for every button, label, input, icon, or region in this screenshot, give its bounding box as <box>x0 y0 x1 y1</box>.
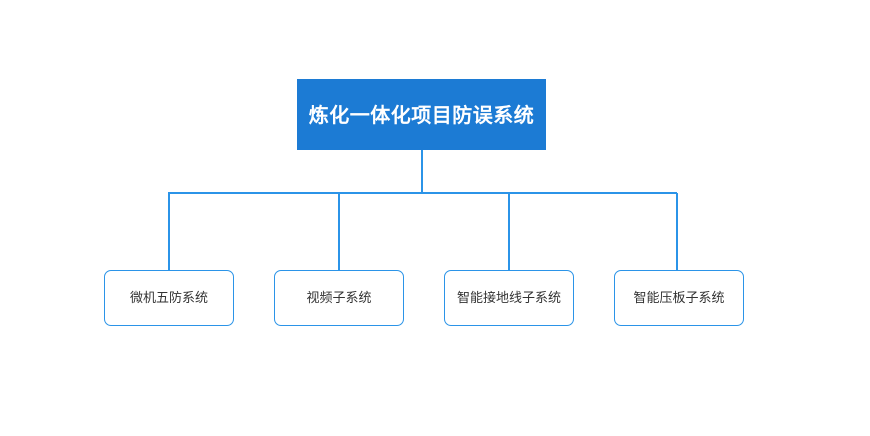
child-node-label-1: 微机五防系统 <box>129 290 208 306</box>
child-node-2[interactable]: 视频子系统 <box>274 270 404 326</box>
child-node-1[interactable]: 微机五防系统 <box>104 270 234 326</box>
child-node-label-3: 智能接地线子系统 <box>456 290 561 306</box>
child-node-4[interactable]: 智能压板子系统 <box>614 270 744 326</box>
child-node-label-4: 智能压板子系统 <box>633 290 725 306</box>
root-node-label: 炼化一体化项目防误系统 <box>308 102 535 127</box>
child-node-label-2: 视频子系统 <box>306 290 372 306</box>
root-node[interactable]: 炼化一体化项目防误系统 <box>297 79 546 150</box>
child-node-3[interactable]: 智能接地线子系统 <box>444 270 574 326</box>
